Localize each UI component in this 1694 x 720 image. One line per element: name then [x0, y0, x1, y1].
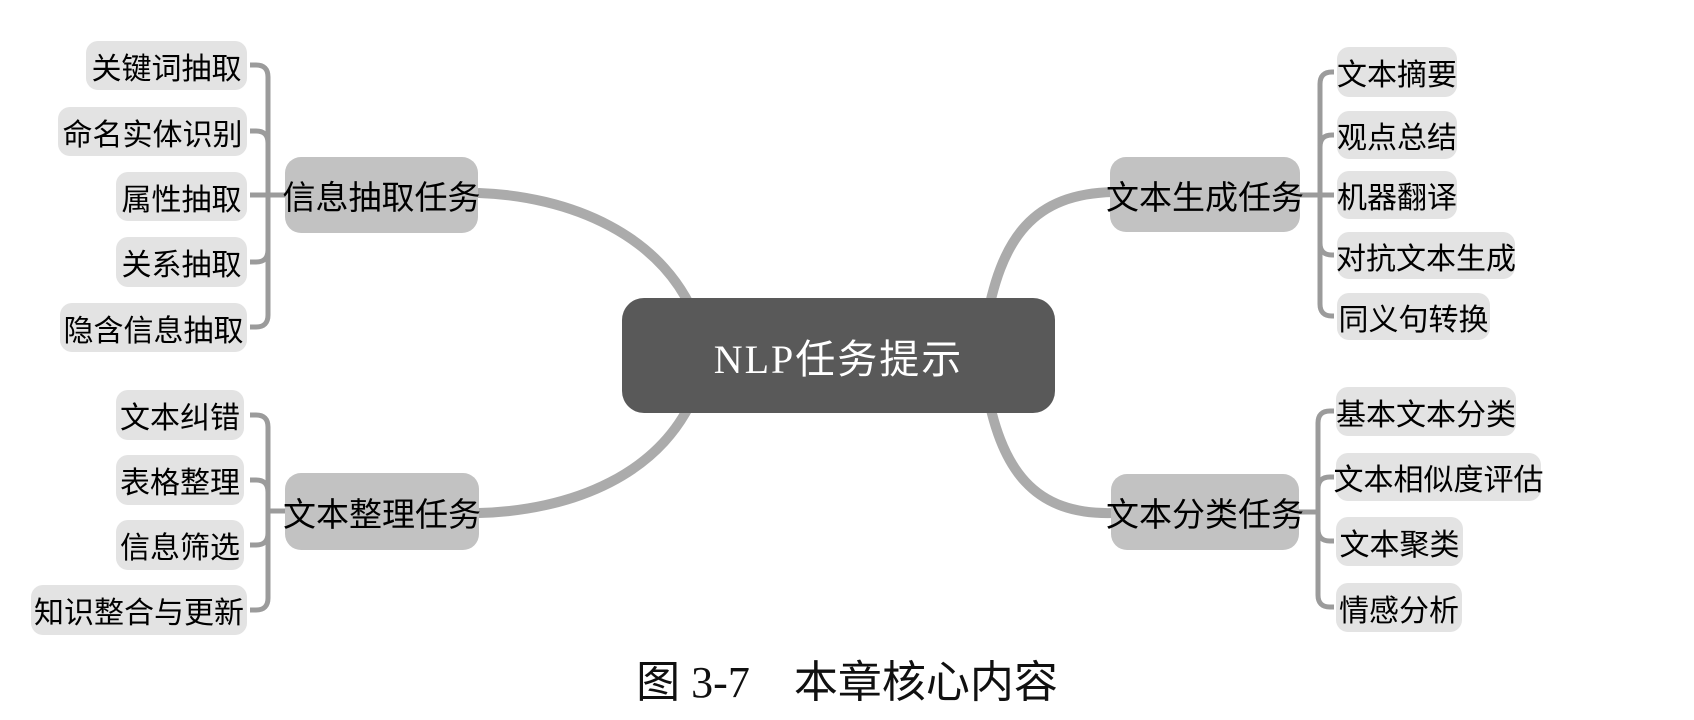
curve-bottom-left — [474, 375, 705, 518]
branch-node-text-classification: 文本分类任务 — [1106, 474, 1304, 550]
child-node-keyword-extraction: 关键词抽取 — [86, 41, 247, 90]
connector-implicit-information-extraction — [250, 195, 271, 330]
branch-node-text-generation: 文本生成任务 — [1106, 157, 1304, 232]
child-node-named-entity-recognition: 命名实体识别 — [58, 107, 247, 156]
child-connector-elbows — [250, 62, 1334, 613]
child-node-text-correction: 文本纠错 — [116, 390, 244, 440]
child-node-table-organization: 表格整理 — [116, 455, 244, 505]
child-node-knowledge-integration-and-update: 知识整合与更新 — [31, 585, 247, 635]
connector-named-entity-recognition — [250, 128, 271, 195]
child-node-opinion-summarization: 观点总结 — [1337, 111, 1457, 159]
branch-node-text-organization: 文本整理任务 — [283, 473, 481, 550]
child-node-machine-translation: 机器翻译 — [1337, 171, 1457, 219]
connector-keyword-extraction — [250, 62, 271, 195]
connector-text-summarization — [1317, 69, 1334, 195]
connector-information-filtering — [250, 511, 271, 548]
child-node-text-similarity-evaluation: 文本相似度评估 — [1334, 453, 1544, 501]
connector-text-correction — [250, 412, 271, 511]
child-node-sentiment-analysis: 情感分析 — [1336, 583, 1462, 632]
child-node-synonymous-sentence-conversion: 同义句转换 — [1337, 293, 1490, 340]
connector-relation-extraction — [250, 195, 271, 265]
child-node-information-filtering: 信息筛选 — [116, 520, 244, 570]
connector-text-similarity-evaluation — [1315, 474, 1334, 512]
child-node-text-summarization: 文本摘要 — [1337, 47, 1457, 97]
connector-knowledge-integration-and-update — [250, 511, 271, 613]
figure-caption: 图 3-7 本章核心内容 — [636, 658, 1058, 707]
child-node-adversarial-text-generation: 对抗文本生成 — [1336, 232, 1516, 279]
child-node-basic-text-classification: 基本文本分类 — [1336, 387, 1516, 436]
connector-opinion-summarization — [1317, 132, 1334, 195]
connector-sentiment-analysis — [1315, 512, 1334, 610]
child-node-text-clustering: 文本聚类 — [1336, 517, 1463, 566]
branch-node-information-extraction: 信息抽取任务 — [283, 157, 481, 233]
connector-basic-text-classification — [1315, 408, 1334, 512]
connector-synonymous-sentence-conversion — [1317, 195, 1334, 319]
child-node-relation-extraction: 关系抽取 — [116, 237, 247, 287]
curve-top-right — [980, 187, 1118, 335]
curve-top-left — [474, 188, 705, 335]
child-node-attribute-extraction: 属性抽取 — [116, 172, 247, 221]
connector-table-organization — [250, 477, 271, 511]
center-node-nlp-task-prompt: NLP任务提示 — [622, 298, 1055, 413]
child-node-implicit-information-extraction: 隐含信息抽取 — [60, 303, 247, 352]
